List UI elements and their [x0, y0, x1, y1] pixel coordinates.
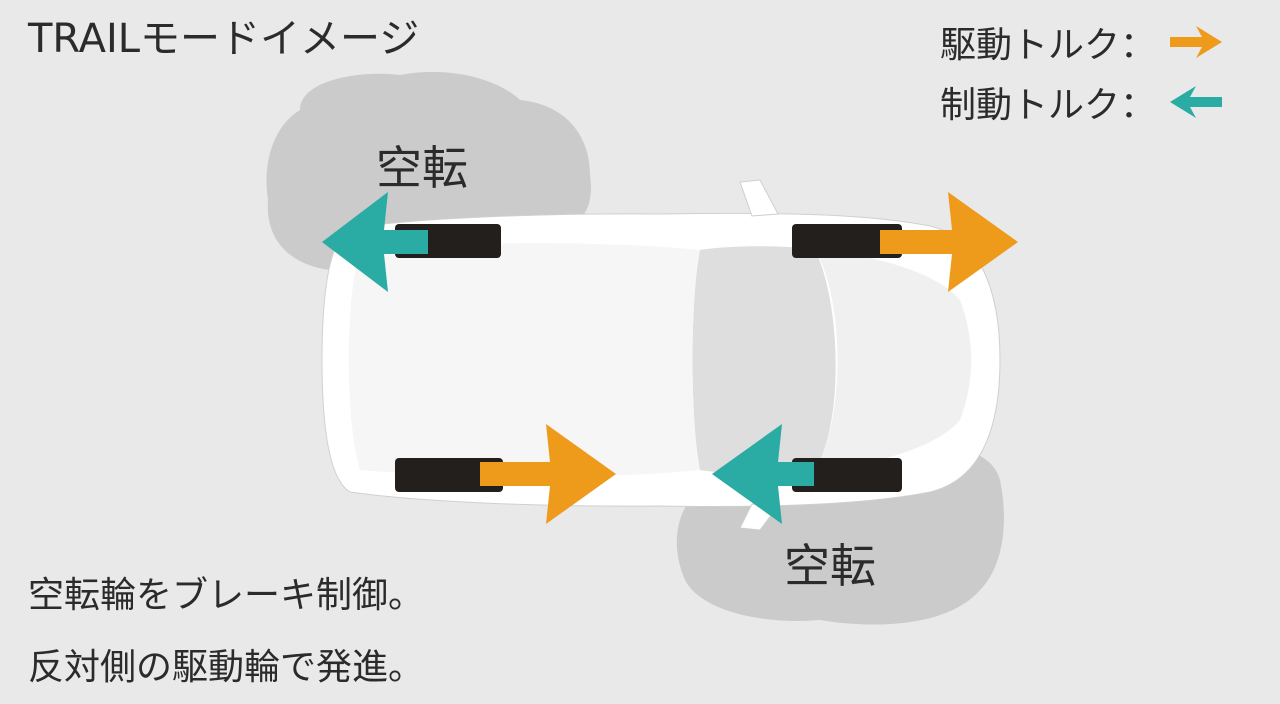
drive-arrow-front-left [880, 192, 1018, 292]
tire-rear-right [395, 458, 503, 492]
tire-front-left [792, 224, 902, 258]
brake-arrow-rear-left [322, 192, 428, 292]
drive-arrow-rear-right [480, 424, 616, 524]
roof-panel [348, 243, 700, 477]
brake-arrow-front-right [712, 424, 814, 524]
hood-shade [815, 250, 972, 470]
legend-drive-torque: 駆動トルク： [940, 16, 1224, 68]
mirror-top [739, 179, 779, 217]
page-title: TRAILモードイメージ [28, 16, 420, 62]
spin-label-top: 空転 [376, 141, 468, 195]
caption-line-2: 反対側の駆動輪で発進。 [28, 647, 425, 688]
spin-label-bottom: 空転 [784, 539, 876, 593]
caption-line-1: 空転輪をブレーキ制御。 [28, 575, 425, 616]
tire-front-right [792, 458, 902, 492]
legend-brake-torque: 制動トルク： [940, 76, 1224, 128]
left-arrow-icon [1170, 86, 1223, 118]
right-arrow-icon [1170, 26, 1223, 58]
windshield [692, 246, 836, 474]
legend-brake-label: 制動トルク： [940, 85, 1157, 126]
legend-drive-label: 駆動トルク： [940, 25, 1157, 66]
